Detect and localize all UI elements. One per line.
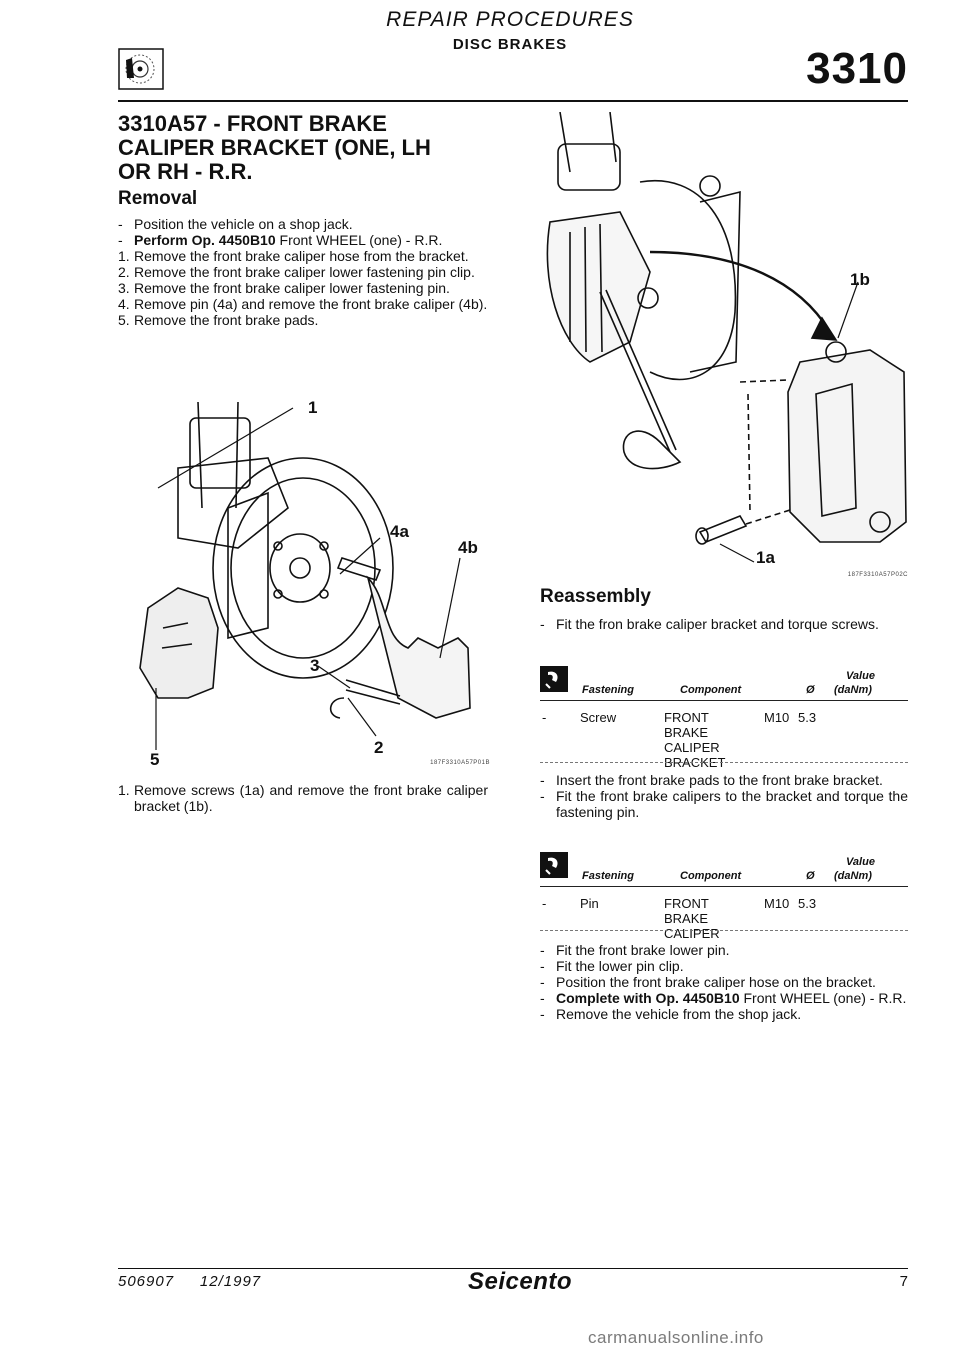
step-item: 1.Remove the front brake caliper hose fr… [118, 248, 469, 264]
row-diameter: M10 [764, 710, 790, 725]
step-item: -Fit the fron brake caliper bracket and … [540, 616, 879, 632]
col-component: Component [680, 870, 742, 882]
figure-caliper-removal: 1 4a 4b 3 5 2 187F3310A57P01B [118, 398, 490, 770]
step-item: 2.Remove the front brake caliper lower f… [118, 264, 475, 280]
col-fastening: Fastening [582, 684, 634, 696]
torque-table-2: Fastening Component Ø Value (daNm) - Pin… [540, 850, 908, 941]
col-fastening: Fastening [582, 870, 634, 882]
callout-1b: 1b [850, 270, 870, 289]
col-diameter: Ø [806, 684, 815, 696]
step-item: -Position the vehicle on a shop jack. [118, 216, 353, 232]
brand-logo: Seicento [468, 1268, 573, 1295]
reassembly-heading: Reassembly [540, 586, 651, 607]
step-item: 5.Remove the front brake pads. [118, 312, 319, 328]
row-value: 5.3 [798, 896, 817, 911]
col-component: Component [680, 684, 742, 696]
footer-date: 12/1997 [199, 1273, 262, 1290]
reassembly-mid-steps: -Insert the front brake pads to the fron… [540, 772, 908, 820]
col-value-bottom: (daNm) [834, 870, 872, 882]
col-value-top: Value [846, 856, 875, 868]
step-item: -Complete with Op. 4450B10 Front WHEEL (… [540, 990, 907, 1006]
operation-title-line: OR RH - R.R. [118, 159, 253, 184]
table-rule [540, 886, 908, 887]
torque-table-1: Fastening Component Ø Value (daNm) - Scr… [540, 664, 908, 770]
row-dash: - [542, 710, 547, 725]
step-item: -Position the front brake caliper hose o… [540, 974, 876, 990]
row-diameter: M10 [764, 896, 790, 911]
callout-5: 5 [150, 750, 160, 769]
callout-3: 3 [310, 656, 320, 675]
operation-title-line: CALIPER BRACKET (ONE, LH [118, 135, 431, 160]
operation-title: 3310A57 - FRONT BRAKE CALIPER BRACKET (O… [118, 112, 498, 184]
table-rule [540, 762, 908, 763]
row-fastening: Pin [580, 896, 599, 911]
callout-4a: 4a [390, 522, 409, 541]
step-item: -Remove the vehicle from the shop jack. [540, 1006, 802, 1022]
header-rule [118, 100, 908, 102]
section-code: 3310 [806, 44, 908, 93]
row-dash: - [542, 896, 547, 911]
table-rule [540, 930, 908, 931]
footer-doc-info: 506907 12/1997 [118, 1273, 261, 1290]
figure-code: 187F3310A57P02C [847, 572, 908, 578]
header-title: REPAIR PROCEDURES [386, 8, 634, 31]
callout-2: 2 [374, 738, 384, 757]
footer-rule [118, 1268, 908, 1269]
header-subtitle: DISC BRAKES [452, 36, 568, 53]
step-item: -Insert the front brake pads to the fron… [540, 772, 883, 788]
row-value: 5.3 [798, 710, 817, 725]
footer-doc-number: 506907 [118, 1273, 175, 1290]
figure-bracket-removal: 1b 1a 187F3310A57P02C [540, 111, 908, 580]
reassembly-final-steps: -Fit the front brake lower pin. -Fit the… [540, 942, 908, 1022]
torque-wrench-icon [540, 666, 568, 692]
step-item: 4.Remove pin (4a) and remove the front b… [118, 296, 488, 312]
row-component: FRONT BRAKE CALIPER [664, 896, 720, 941]
step-item: 3.Remove the front brake caliper lower f… [118, 280, 450, 296]
step-item: -Fit the front brake lower pin. [540, 942, 730, 958]
page-number: 7 [899, 1273, 908, 1290]
removal-steps: -Position the vehicle on a shop jack. -P… [118, 216, 488, 328]
table-rule [540, 700, 908, 701]
figure-code: 187F3310A57P01B [430, 760, 490, 766]
col-value-top: Value [846, 670, 875, 682]
torque-wrench-icon [540, 852, 568, 878]
step-item: -Fit the lower pin clip. [540, 958, 684, 974]
callout-1a: 1a [756, 548, 775, 567]
row-fastening: Screw [580, 710, 617, 725]
col-diameter: Ø [806, 870, 815, 882]
removal-heading: Removal [118, 188, 198, 209]
step-item: -Fit the front brake calipers to the bra… [540, 788, 908, 820]
callout-4b: 4b [458, 538, 478, 557]
watermark: carmanualsonline.info [588, 1328, 764, 1347]
callout-1: 1 [308, 398, 318, 417]
step-item: -Perform Op. 4450B10 Front WHEEL (one) -… [118, 232, 443, 248]
col-value-bottom: (daNm) [834, 684, 872, 696]
step-item: 1.Remove screws (1a) and remove the fron… [118, 782, 488, 814]
operation-title-line: 3310A57 - FRONT BRAKE [118, 111, 387, 136]
row-component: FRONT BRAKE CALIPER BRACKET [664, 710, 726, 770]
brake-disc-icon [118, 48, 164, 90]
